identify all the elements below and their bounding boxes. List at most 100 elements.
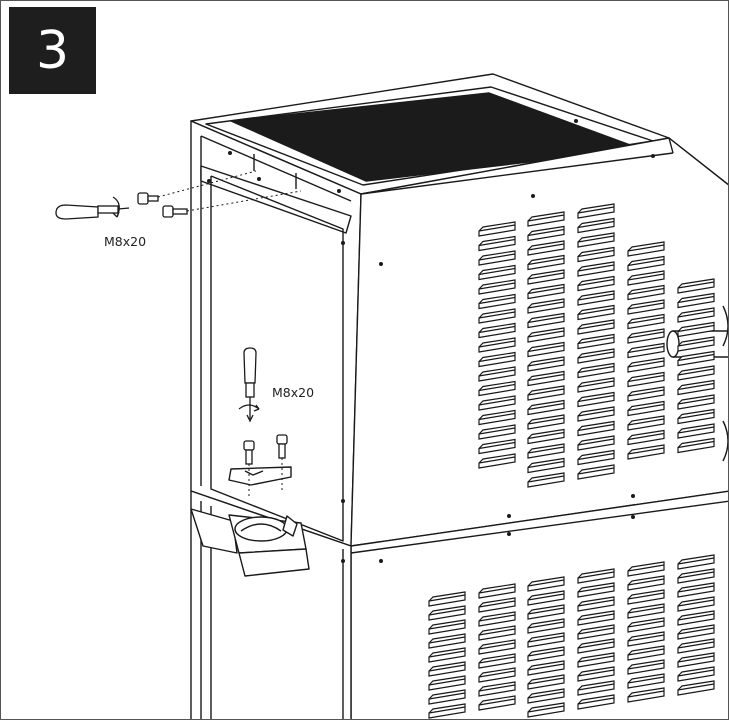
louvre-slat — [627, 299, 665, 315]
louvre-slat — [627, 284, 665, 301]
louvre-slat — [577, 246, 615, 263]
louvres-upper — [478, 203, 715, 488]
louvre-slat — [577, 232, 615, 248]
louvre-slat — [478, 366, 516, 382]
screwdriver-icon — [55, 204, 130, 220]
louvre-slat — [627, 371, 665, 388]
louvre-slat — [478, 308, 516, 324]
louvre-slat — [677, 278, 715, 294]
louvre-slat — [677, 624, 715, 640]
louvre-slat — [677, 652, 715, 668]
louvre-slat — [677, 394, 715, 410]
louvre-slat — [527, 688, 565, 704]
step-number: 3 — [35, 20, 70, 81]
louvre-slat — [577, 391, 615, 408]
louvre-slat — [677, 610, 715, 626]
louvre-slat — [677, 638, 715, 654]
louvre-slat — [478, 597, 516, 613]
louvre-slat — [478, 695, 516, 711]
louvre-slat — [627, 429, 665, 446]
louvre-slat — [478, 221, 516, 237]
louvre-slat — [478, 453, 516, 469]
louvre-slat — [627, 357, 665, 373]
callout-top-screws: M8x20 — [104, 234, 147, 249]
louvre-slat — [577, 304, 615, 321]
louvre-slat — [627, 617, 665, 633]
louvre-slat — [677, 423, 715, 439]
louvre-slat — [627, 645, 665, 661]
louvre-slat — [677, 408, 715, 425]
louvre-slat — [577, 652, 615, 668]
louvre-slat — [478, 250, 516, 266]
louvre-slat — [428, 591, 466, 607]
louvre-slat — [577, 420, 615, 437]
louvre-slat — [527, 414, 565, 430]
louvre-slat — [577, 275, 615, 292]
louvre-slat — [577, 449, 615, 466]
louvre-slat — [478, 438, 516, 455]
louvre-slat — [527, 254, 565, 271]
louvre-slat — [478, 611, 516, 627]
louvre-slat — [577, 261, 615, 277]
louvre-slat — [527, 702, 565, 718]
louvre-slat — [428, 689, 466, 705]
louvre-slat — [478, 667, 516, 683]
louvre-slat — [627, 444, 665, 460]
louvre-slat — [527, 327, 565, 343]
louvre-slat — [527, 240, 565, 256]
louvre-slat — [478, 264, 516, 281]
louvre-slat — [478, 337, 516, 353]
louvre-slat — [428, 619, 466, 635]
louvre-slat — [677, 596, 715, 612]
louvre-slat — [478, 293, 516, 310]
louvre-slat — [527, 385, 565, 401]
louvre-slat — [577, 680, 615, 696]
louvre-slat — [577, 333, 615, 350]
louvre-slat — [677, 379, 715, 396]
louvre-slat — [577, 582, 615, 598]
louvre-slat — [478, 583, 516, 599]
louvre-slat — [627, 631, 665, 647]
louvre-slat — [577, 638, 615, 654]
louvre-slat — [577, 464, 615, 480]
louvre-slat — [527, 269, 565, 285]
louvre-slat — [677, 292, 715, 309]
louvre-slat — [577, 596, 615, 612]
louvre-slat — [428, 661, 466, 677]
louvre-slat — [478, 322, 516, 339]
screwdriver-icon — [243, 347, 257, 423]
louvre-slat — [428, 647, 466, 663]
louvre-slat — [527, 590, 565, 606]
louvre-slat — [627, 270, 665, 286]
louvre-slat — [577, 348, 615, 364]
louvre-slat — [627, 575, 665, 591]
louvre-slat — [527, 660, 565, 676]
louvre-slat — [677, 680, 715, 696]
louvre-slat — [527, 457, 565, 474]
louvre-slat — [577, 290, 615, 306]
louvre-slat — [478, 625, 516, 641]
louvre-slat — [478, 395, 516, 411]
louvre-slat — [428, 675, 466, 691]
louvre-slat — [677, 666, 715, 682]
louvre-slat — [527, 312, 565, 329]
screw-icon — [137, 192, 188, 218]
louvre-slat — [627, 415, 665, 431]
louvre-slat — [627, 241, 665, 257]
louvre-slat — [478, 653, 516, 669]
louvre-slat — [677, 554, 715, 570]
louvre-slat — [627, 603, 665, 619]
louvre-slat — [577, 406, 615, 422]
louvre-slat — [527, 225, 565, 242]
louvre-slat — [627, 386, 665, 402]
mounting-bracket — [190, 466, 310, 577]
louvre-slat — [627, 659, 665, 675]
bracket-screwdriver-assembly — [238, 347, 288, 496]
louvre-slat — [577, 377, 615, 393]
louvre-slat — [527, 443, 565, 459]
louvre-slat — [478, 235, 516, 252]
louvre-slat — [428, 605, 466, 621]
louvre-slat — [478, 351, 516, 368]
